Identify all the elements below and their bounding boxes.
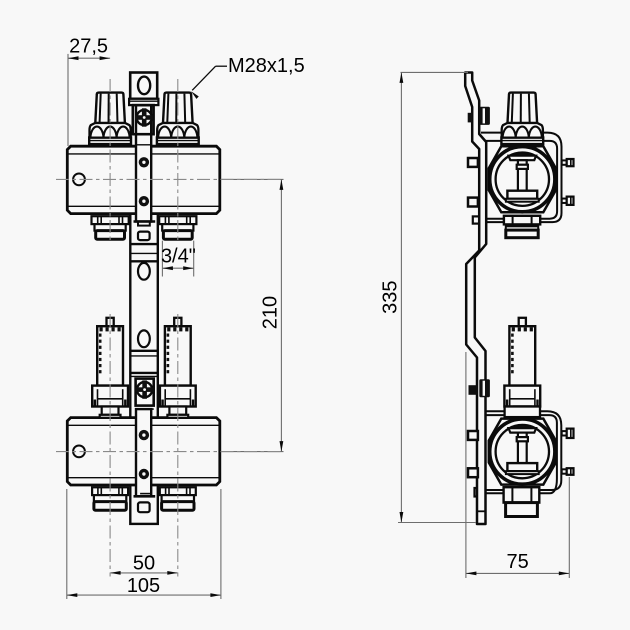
svg-text:335: 335 bbox=[380, 281, 402, 314]
svg-text:105: 105 bbox=[127, 575, 160, 597]
svg-text:3/4": 3/4" bbox=[161, 246, 196, 268]
svg-text:210: 210 bbox=[260, 296, 282, 329]
svg-text:50: 50 bbox=[133, 552, 155, 574]
svg-text:27,5: 27,5 bbox=[69, 36, 108, 58]
svg-text:M28x1,5: M28x1,5 bbox=[228, 55, 305, 77]
svg-text:75: 75 bbox=[506, 551, 528, 573]
